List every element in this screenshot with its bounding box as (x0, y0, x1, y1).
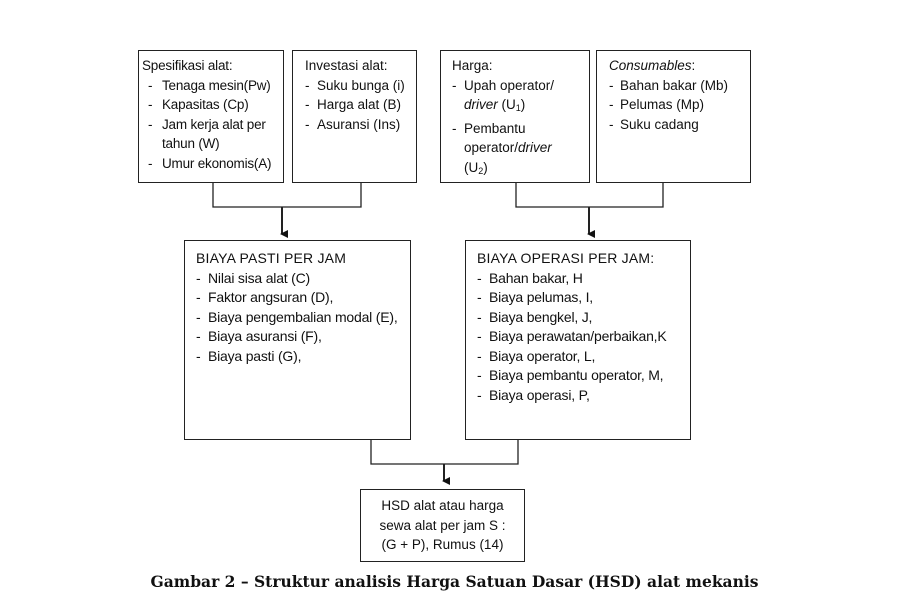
list-item: -Suku bunga (i) (305, 77, 405, 93)
biaya-pasti-title: BIAYA PASTI PER JAM (196, 250, 347, 266)
list-item: -Biaya operator, L, (477, 347, 596, 364)
spesifikasi-title: Spesifikasi alat: (142, 58, 233, 73)
bracket-left-top (212, 183, 362, 208)
list-item: -Biaya pembantu operator, M, (477, 367, 664, 383)
list-item: -Biaya operasi, P, (477, 386, 590, 403)
spesifikasi-box: Spesifikasi alat: -Tenaga mesin(Pw) -Kap… (138, 50, 284, 183)
list-item: -Kapasitas (Cp) (148, 97, 249, 112)
biaya-operasi-box: BIAYA OPERASI PER JAM: -Bahan bakar, H -… (465, 240, 691, 440)
consumables-box: Consumables: -Bahan bakar (Mb) -Pelumas … (596, 50, 751, 183)
investasi-box: Investasi alat: -Suku bunga (i) -Harga a… (292, 50, 417, 183)
list-item: -Harga alat (B) (305, 97, 402, 112)
list-item: -Biaya perawatan/perbaikan,K (477, 328, 667, 344)
bracket-right-top (515, 183, 664, 208)
list-item: -Biaya pengembalian modal (E), (196, 308, 398, 325)
hsd-line: sewa alat per jam S : (379, 517, 506, 533)
list-item: -Nilai sisa alat (C) (196, 269, 310, 286)
list-item: -Suku cadang (609, 116, 699, 132)
list-item: -Umur ekonomis(A) (148, 155, 272, 171)
list-item: -Faktor angsuran (D), (196, 289, 334, 305)
list-item: -Biaya bengkel, J, (477, 308, 593, 325)
investasi-title: Investasi alat: (305, 58, 388, 73)
list-item: -Tenaga mesin(Pw) (148, 77, 271, 93)
hsd-line: (G + P), Rumus (14) (381, 537, 504, 552)
list-item: -Jam kerja alat per tahun (W) (148, 116, 266, 152)
list-item: - Upah operator/driver (U1) (452, 77, 555, 114)
biaya-operasi-title: BIAYA OPERASI PER JAM: (477, 250, 655, 266)
bracket-bottom (370, 440, 519, 465)
figure-caption: Gambar 2 – Struktur analisis Harga Satua… (150, 572, 759, 591)
list-item: - Pembantu operator/driver (U2) (452, 120, 552, 176)
list-item: -Pelumas (Mp) (609, 97, 705, 112)
harga-box: Harga: - Upah operator/driver (U1) - Pem… (440, 50, 590, 183)
list-item: -Biaya asuransi (F), (196, 328, 322, 344)
hsd-line: HSD alat atau harga (381, 498, 504, 513)
list-item: -Bahan bakar (Mb) (609, 77, 729, 93)
biaya-pasti-box: BIAYA PASTI PER JAM -Nilai sisa alat (C)… (184, 240, 411, 440)
harga-title: Harga: (452, 58, 493, 73)
list-item: -Biaya pelumas, I, (477, 289, 593, 305)
list-item: -Bahan bakar, H (477, 269, 583, 286)
list-item: -Asuransi (Ins) (305, 116, 401, 132)
hsd-box: HSD alat atau harga sewa alat per jam S … (360, 489, 525, 562)
list-item: -Biaya pasti (G), (196, 347, 302, 364)
consumables-title: Consumables: (609, 58, 696, 73)
